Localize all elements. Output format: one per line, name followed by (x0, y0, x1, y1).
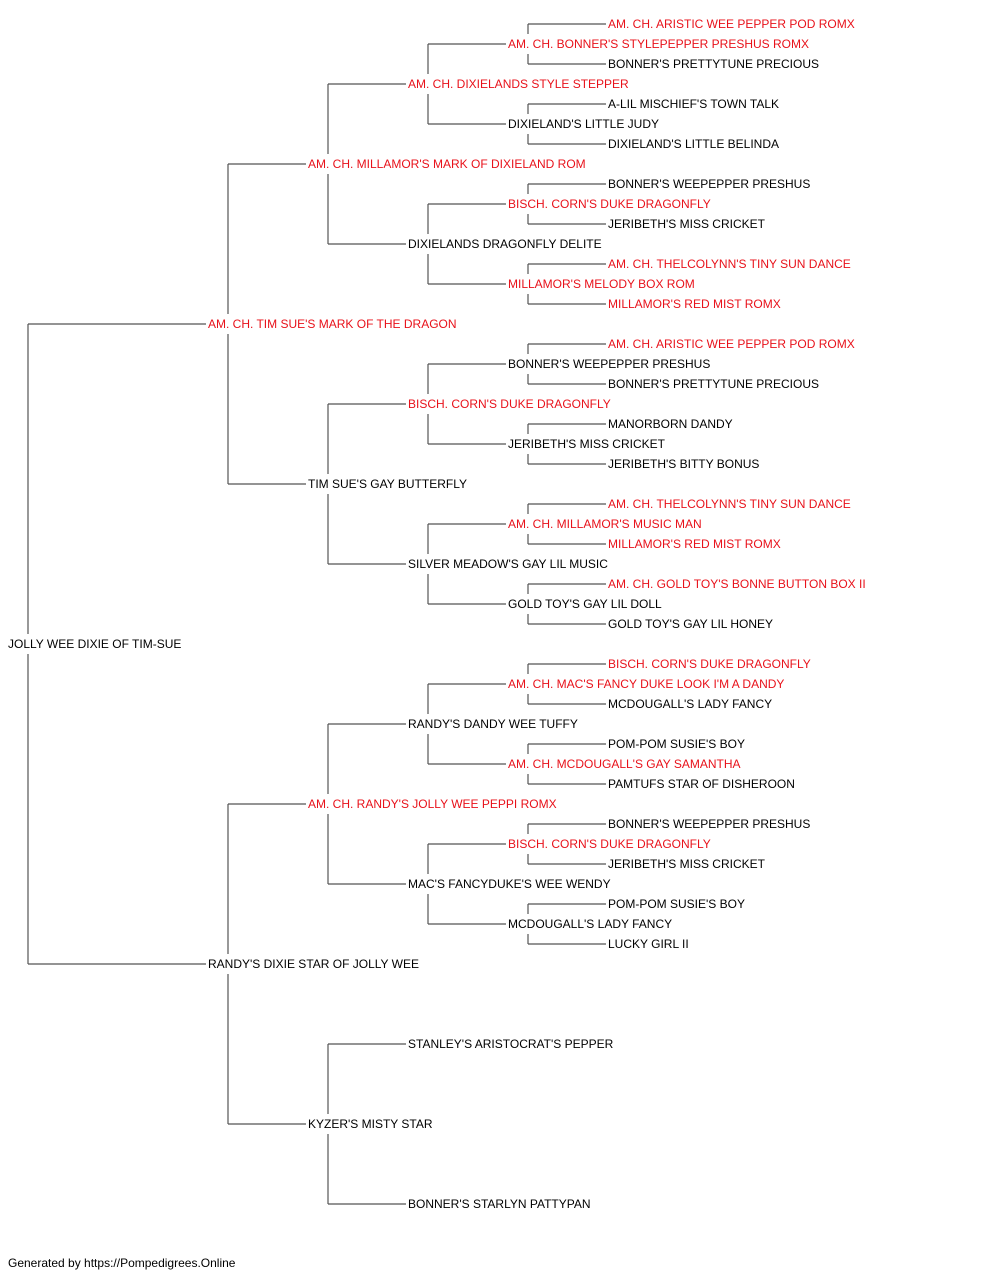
ancestor-name: MILLAMOR'S MELODY BOX ROM (508, 277, 695, 291)
ancestor-name: MCDOUGALL'S LADY FANCY (508, 917, 672, 931)
subject-dog-name: JOLLY WEE DIXIE OF TIM-SUE (8, 637, 181, 651)
ancestor-name: LUCKY GIRL II (608, 937, 689, 951)
ancestor-name: RANDY'S DANDY WEE TUFFY (408, 717, 578, 731)
ancestor-name: BONNER'S STARLYN PATTYPAN (408, 1197, 591, 1211)
ancestor-name: AM. CH. MILLAMOR'S MARK OF DIXIELAND ROM (308, 157, 586, 171)
ancestor-name: GOLD TOY'S GAY LIL HONEY (608, 617, 773, 631)
ancestor-name: AM. CH. GOLD TOY'S BONNE BUTTON BOX II (608, 577, 866, 591)
ancestor-name: BONNER'S WEEPEPPER PRESHUS (508, 357, 710, 371)
ancestor-name: AM. CH. ARISTIC WEE PEPPER POD ROMX (608, 17, 855, 31)
ancestor-name: GOLD TOY'S GAY LIL DOLL (508, 597, 662, 611)
ancestor-name: BONNER'S PRETTYTUNE PRECIOUS (608, 377, 819, 391)
ancestor-name: JERIBETH'S MISS CRICKET (608, 857, 766, 871)
ancestor-name: AM. CH. MCDOUGALL'S GAY SAMANTHA (508, 757, 741, 771)
ancestor-name: MANORBORN DANDY (608, 417, 733, 431)
ancestor-name: STANLEY'S ARISTOCRAT'S PEPPER (408, 1037, 614, 1051)
ancestor-name: BONNER'S PRETTYTUNE PRECIOUS (608, 57, 819, 71)
footer-credit: Generated by https://Pompedigrees.Online (8, 1256, 236, 1270)
ancestor-name: RANDY'S DIXIE STAR OF JOLLY WEE (208, 957, 419, 971)
ancestor-name: DIXIELANDS DRAGONFLY DELITE (408, 237, 602, 251)
ancestor-name: MAC'S FANCYDUKE'S WEE WENDY (408, 877, 611, 891)
ancestor-name: DIXIELAND'S LITTLE JUDY (508, 117, 659, 131)
ancestor-name: JERIBETH'S MISS CRICKET (608, 217, 766, 231)
ancestor-name: AM. CH. THELCOLYNN'S TINY SUN DANCE (608, 257, 851, 271)
ancestor-name: AM. CH. BONNER'S STYLEPEPPER PRESHUS ROM… (508, 37, 809, 51)
ancestor-name: AM. CH. DIXIELANDS STYLE STEPPER (408, 77, 629, 91)
ancestor-name: BISCH. CORN'S DUKE DRAGONFLY (608, 657, 811, 671)
ancestor-name: AM. CH. TIM SUE'S MARK OF THE DRAGON (208, 317, 457, 331)
ancestor-name: JERIBETH'S BITTY BONUS (608, 457, 759, 471)
ancestor-name: MILLAMOR'S RED MIST ROMX (608, 537, 781, 551)
ancestor-name: DIXIELAND'S LITTLE BELINDA (608, 137, 779, 151)
ancestor-name: JERIBETH'S MISS CRICKET (508, 437, 666, 451)
ancestor-name: AM. CH. MAC'S FANCY DUKE LOOK I'M A DAND… (508, 677, 784, 691)
ancestor-name: SILVER MEADOW'S GAY LIL MUSIC (408, 557, 608, 571)
ancestor-name: BONNER'S WEEPEPPER PRESHUS (608, 817, 810, 831)
ancestor-name: TIM SUE'S GAY BUTTERFLY (308, 477, 467, 491)
ancestor-name: BISCH. CORN'S DUKE DRAGONFLY (508, 837, 711, 851)
ancestor-name: MCDOUGALL'S LADY FANCY (608, 697, 772, 711)
ancestor-name: POM-POM SUSIE'S BOY (608, 897, 745, 911)
ancestor-name: KYZER'S MISTY STAR (308, 1117, 433, 1131)
ancestor-name: AM. CH. MILLAMOR'S MUSIC MAN (508, 517, 702, 531)
ancestor-name: A-LIL MISCHIEF'S TOWN TALK (608, 97, 779, 111)
ancestor-name: AM. CH. ARISTIC WEE PEPPER POD ROMX (608, 337, 855, 351)
ancestor-name: AM. CH. RANDY'S JOLLY WEE PEPPI ROMX (308, 797, 557, 811)
ancestor-name: BISCH. CORN'S DUKE DRAGONFLY (508, 197, 711, 211)
ancestor-name: BISCH. CORN'S DUKE DRAGONFLY (408, 397, 611, 411)
ancestor-name: PAMTUFS STAR OF DISHEROON (608, 777, 795, 791)
ancestor-name: AM. CH. THELCOLYNN'S TINY SUN DANCE (608, 497, 851, 511)
ancestor-name: MILLAMOR'S RED MIST ROMX (608, 297, 781, 311)
ancestor-name: POM-POM SUSIE'S BOY (608, 737, 745, 751)
ancestor-name: BONNER'S WEEPEPPER PRESHUS (608, 177, 810, 191)
